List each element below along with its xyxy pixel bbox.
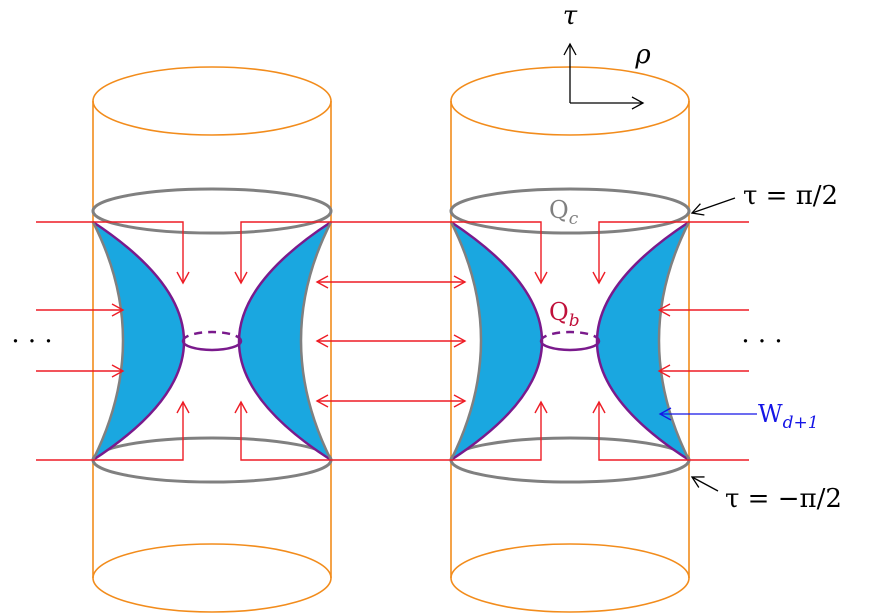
ellipsis-left: · · · [11,327,52,357]
cylinder-right [449,66,691,613]
pointer-tau-bottom [690,476,719,492]
label-qc-base: Q [549,196,569,224]
bent-arrow-right-br [592,400,689,461]
bent-arrow-left-tr [234,221,331,285]
wedge-right-b-outline [595,220,690,462]
wedge-right-b-edge [657,221,691,461]
bent-arrow-right-tr [592,221,689,285]
rho-axis-label: ρ [634,40,651,70]
label-tau-top: τ = π/2 [743,181,838,211]
label-qb-base: Q [549,298,569,326]
cylinder-left-top-cap [92,66,332,136]
label-tau-bottom: τ = −π/2 [725,484,842,514]
bent-arrow-left-tl [93,221,190,285]
bent-arrow-right-bl [451,400,548,461]
cylinder-right-bottom-cap [450,543,690,613]
identification-arrows [36,221,749,461]
coordinate-axes [563,42,645,110]
bent-arrow-left-bl [93,400,190,461]
ellipsis-right: · · · [741,327,782,357]
label-qc: Qc [549,196,579,229]
brane-qb-right-front [539,340,601,352]
label-qb-sub: b [569,311,580,331]
brane-qb-left-front [181,340,243,352]
slice-left-bottom-front [91,459,333,484]
cylinder-left-bottom-cap [92,543,332,613]
slice-right-bottom-back [449,436,691,461]
brane-qb-left-back [181,330,243,342]
wedge-left-a-edge [91,221,125,461]
slice-left-bottom-back [91,436,333,461]
cylinder-left [91,66,333,613]
label-wall-sub: d+1 [783,413,819,433]
wedge-left-b-outline [237,220,332,462]
brane-qb-right-back [539,330,601,342]
label-wall: Wd+1 [758,400,819,433]
tau-axis-label: τ [563,1,578,31]
slice-right-top [449,187,691,235]
bent-arrow-right-tl [451,221,548,285]
label-qb: Qb [549,298,580,331]
pointer-tau-top [690,197,736,216]
slice-left-top [91,187,333,235]
slice-right-bottom-front [449,459,691,484]
label-wall-base: W [758,400,783,428]
label-qc-sub: c [569,209,579,229]
bent-arrow-left-br [234,400,331,461]
wedge-right-a-edge [449,221,483,461]
wedge-left-b-edge [299,221,333,461]
